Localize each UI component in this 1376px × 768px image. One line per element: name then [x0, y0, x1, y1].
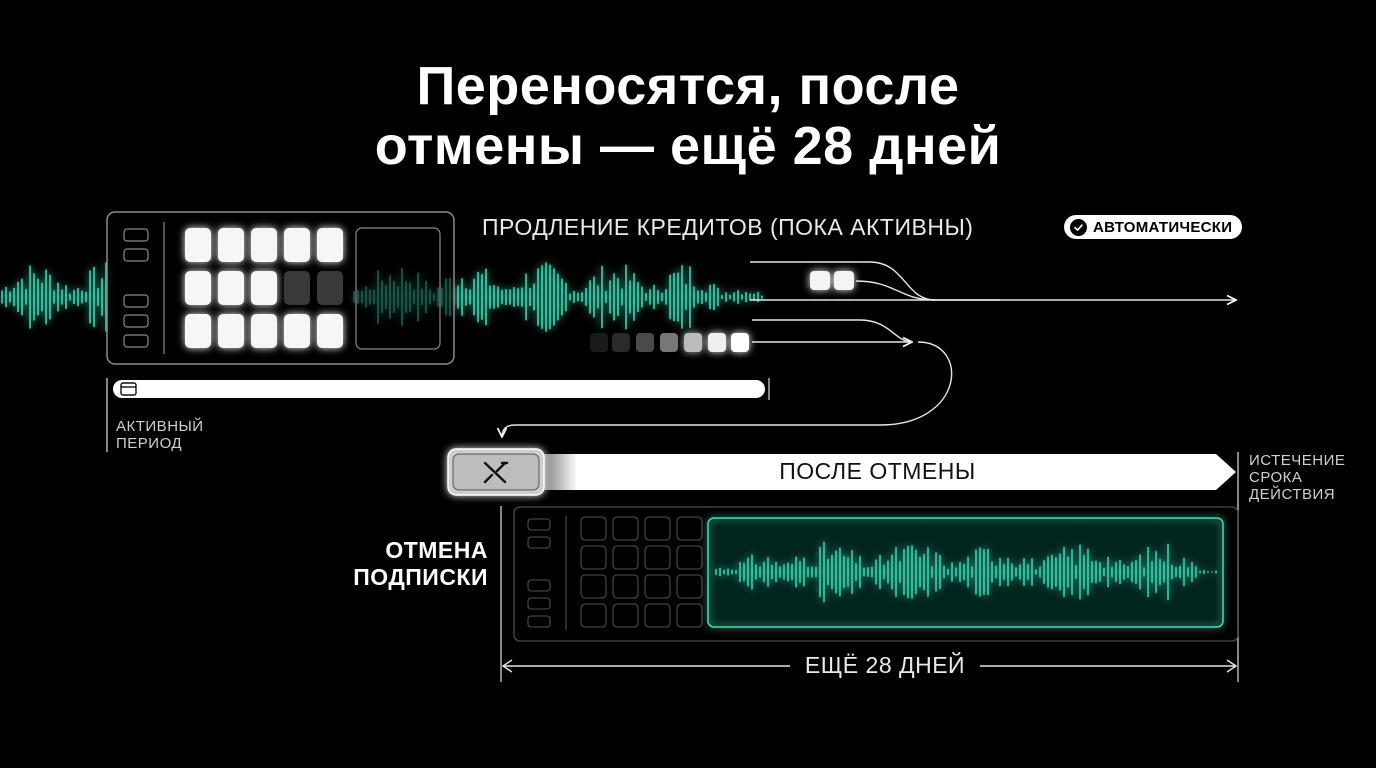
side-buttons [123, 228, 149, 348]
credit-block [731, 333, 749, 352]
pad-grid-top [185, 228, 343, 348]
pad [251, 314, 277, 348]
flow-line-lower [752, 319, 912, 342]
cancel-x-icon [483, 461, 509, 484]
check-circle-icon [1070, 218, 1087, 236]
pad [580, 516, 607, 541]
active-period-bar [106, 378, 770, 452]
pad [580, 545, 607, 570]
pad [580, 574, 607, 599]
pad [644, 603, 671, 628]
pad [676, 574, 703, 599]
pad [218, 271, 244, 305]
pad [284, 228, 310, 262]
cancel-subscription-label: ОТМЕНА ПОДПИСКИ [353, 537, 488, 590]
pad [612, 603, 639, 628]
credit-block [612, 333, 630, 352]
waveform-screen [707, 517, 1224, 628]
credit-blocks-row [590, 333, 749, 352]
pad [185, 271, 211, 305]
pad [218, 314, 244, 348]
pad [218, 228, 244, 262]
pad [284, 314, 310, 348]
page-title-line-1: Переносятся, после [416, 56, 960, 116]
device-screen [355, 227, 441, 350]
pad [676, 603, 703, 628]
pad [317, 228, 343, 262]
pad [580, 603, 607, 628]
active-period-label: АКТИВНЫЙ ПЕРИОД [116, 418, 204, 452]
sampler-device-bottom [513, 506, 1239, 642]
flow-lines [502, 261, 1236, 437]
pad [644, 574, 671, 599]
pad [644, 545, 671, 570]
pad [317, 271, 343, 305]
credit-blocks-pair [810, 271, 854, 290]
flow-line-to-cancel [502, 341, 953, 437]
pad [251, 228, 277, 262]
sampler-device-top [106, 211, 455, 365]
pad [612, 574, 639, 599]
credit-block [636, 333, 654, 352]
pad [251, 271, 277, 305]
credit-block [708, 333, 726, 352]
after-cancel-label: ПОСЛЕ ОТМЕНЫ [779, 458, 976, 484]
renewal-label: ПРОДЛЕНИЕ КРЕДИТОВ (ПОКА АКТИВНЫ) [482, 214, 974, 240]
auto-badge: АВТОМАТИЧЕСКИ [1064, 215, 1243, 239]
side-buttons-bottom [527, 518, 551, 628]
pad [612, 545, 639, 570]
page-title-line-2: отмены — ещё 28 дней [374, 116, 1002, 176]
calendar-icon [120, 382, 137, 396]
credit-block [590, 333, 608, 352]
auto-badge-label: АВТОМАТИЧЕСКИ [1093, 218, 1233, 236]
credit-block [684, 333, 702, 352]
pad [284, 271, 310, 305]
pad-grid-bottom [580, 516, 703, 628]
expiry-label: ИСТЕЧЕНИЕ СРОКА ДЕЙСТВИЯ [1249, 452, 1346, 503]
pad [644, 516, 671, 541]
pad [185, 314, 211, 348]
pad [612, 516, 639, 541]
pad [317, 314, 343, 348]
audio-waveform-bottom [715, 541, 1217, 603]
after-cancel-bar [447, 448, 1236, 496]
pad [185, 228, 211, 262]
extra-days-label: ЕЩЁ 28 ДНЕЙ [790, 652, 980, 679]
pad [676, 516, 703, 541]
pad [676, 545, 703, 570]
credit-block [660, 333, 678, 352]
